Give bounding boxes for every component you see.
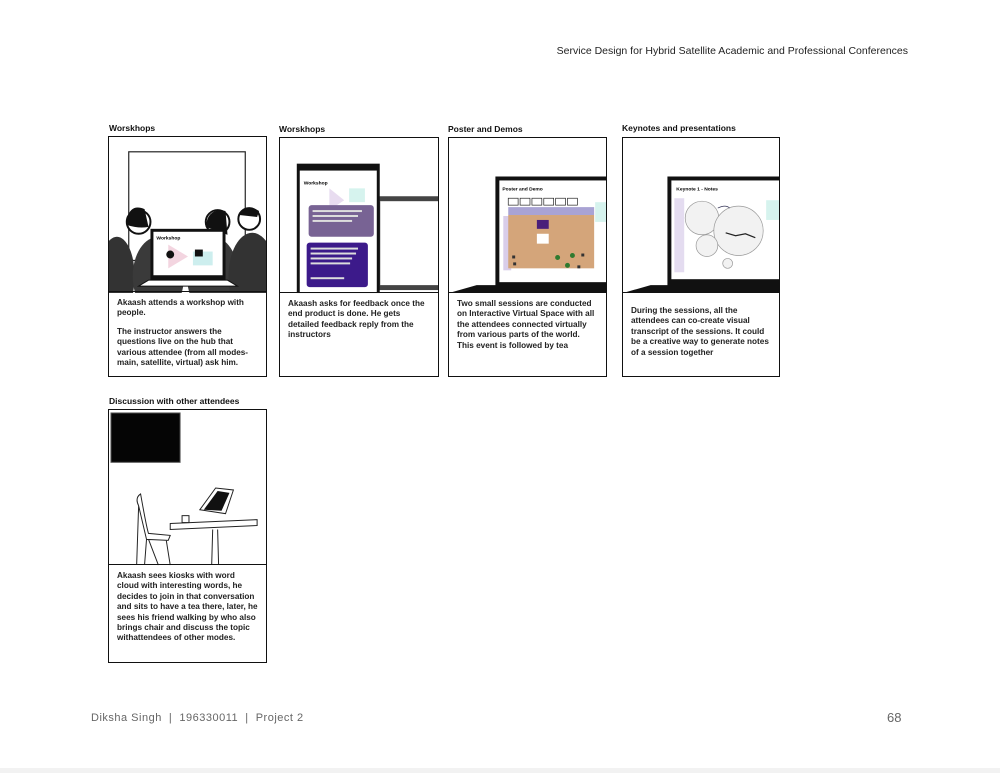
storyboard-panel-keynotes: Keynote 1 - Notes During the sessions, a…: [622, 137, 780, 377]
storyboard-panel-feedback: Workshop Akaash asks for feedback once t…: [279, 137, 439, 377]
caption-text: Akaash asks for feedback once the end pr…: [288, 299, 425, 340]
workshop-illustration: Workshop: [109, 137, 266, 293]
kiosk-table-illustration: [109, 410, 266, 566]
storyboard-panel-poster-demos: Poster and Demo Two small sessions are c…: [448, 137, 607, 377]
panel-title: Worskhops: [279, 124, 326, 134]
panel-title: Worskhops: [109, 123, 156, 133]
screen-title: Poster and Demo: [502, 186, 542, 192]
panel-title: Discussion with other attendees: [109, 396, 240, 406]
screen-title: Workshop: [304, 180, 328, 186]
caption-text: Two small sessions are conducted on Inte…: [457, 299, 595, 350]
screen-title: Keynote 1 - Notes: [676, 186, 718, 192]
screen-title: Workshop: [156, 236, 180, 242]
panel-title: Poster and Demos: [448, 124, 523, 134]
virtual-space-illustration: Poster and Demo: [449, 138, 606, 294]
document-header: Service Design for Hybrid Satellite Acad…: [556, 45, 908, 57]
storyboard-panel-workshop: Workshop Akaash attends a workshop with …: [108, 136, 267, 377]
panel-caption: Two small sessions are conducted on Inte…: [449, 292, 606, 376]
caption-text: During the sessions, all the attendees c…: [631, 306, 769, 357]
footer-credit: Diksha Singh | 196330011 | Project 2: [91, 712, 304, 724]
caption-text: The instructor answers the questions liv…: [117, 326, 249, 368]
caption-text: Akaash sees kiosks with word cloud with …: [117, 571, 258, 643]
page-bottom-divider: [0, 768, 1000, 773]
panel-title: Keynotes and presentations: [622, 123, 736, 133]
caption-text: Akaash attends a workshop with people.: [117, 298, 244, 318]
storyboard-panel-discussion: Akaash sees kiosks with word cloud with …: [108, 409, 267, 663]
panel-caption: Akaash sees kiosks with word cloud with …: [109, 564, 266, 662]
page-number: 68: [887, 710, 902, 725]
visual-notes-illustration: Keynote 1 - Notes: [623, 138, 779, 294]
panel-caption: Akaash asks for feedback once the end pr…: [280, 292, 438, 376]
panel-caption: During the sessions, all the attendees c…: [623, 292, 779, 376]
panel-caption: Akaash attends a workshop with people. T…: [109, 291, 266, 376]
phone-feedback-illustration: Workshop: [280, 138, 438, 294]
